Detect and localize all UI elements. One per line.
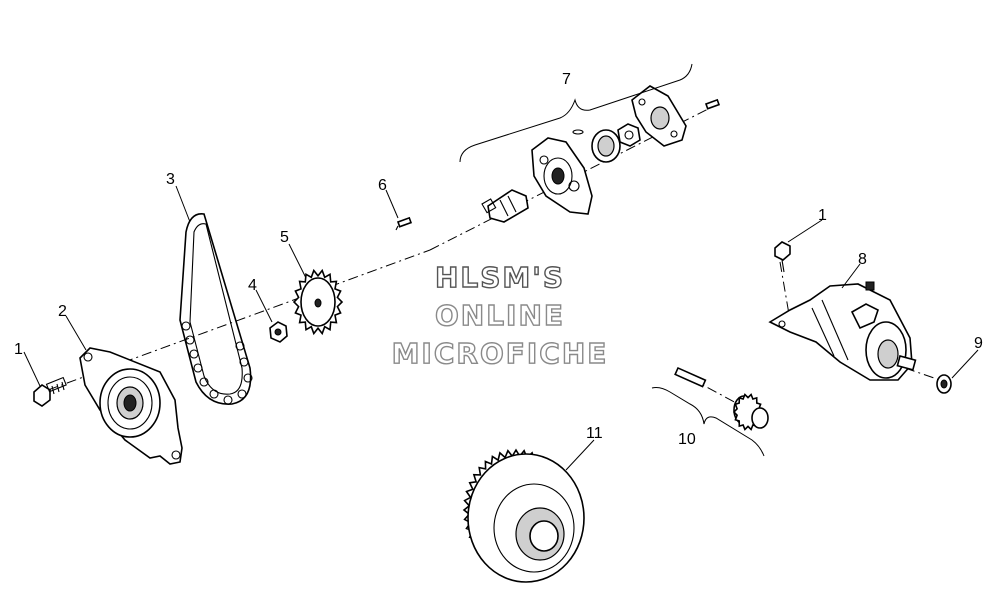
starter-clutch-assembly-part-7: [459, 63, 721, 223]
callout-8: 8: [858, 251, 867, 268]
bolt-part-1-left: [33, 376, 67, 407]
leader-lines: [23, 185, 979, 471]
bolt-part-6: [395, 216, 413, 231]
callout-1-right: 1: [818, 207, 827, 224]
watermark-line-2: ONLINE: [435, 299, 565, 332]
callout-labels: 1 2 3 4 5 6 7 1 8 9 10 11: [14, 71, 983, 448]
gear-shaft-part-10: [651, 366, 769, 457]
starter-motor-part-8: [768, 281, 917, 381]
callout-11: 11: [586, 425, 603, 442]
watermark-line-3: MICROFICHE: [392, 337, 609, 370]
chain-part-3: [179, 213, 253, 405]
large-gear-part-11: [462, 448, 585, 583]
cover-plate-part-2: [79, 347, 183, 465]
callout-2: 2: [58, 303, 67, 320]
washer-part-9: [936, 374, 952, 394]
nut-part-4: [269, 321, 288, 343]
callout-1-left: 1: [14, 341, 23, 358]
sprocket-part-5: [292, 268, 344, 336]
callout-5: 5: [280, 229, 289, 246]
watermark: HLSM'S ONLINE MICROFICHE: [391, 260, 609, 370]
callout-4: 4: [248, 277, 257, 294]
watermark-line-1: HLSM'S: [435, 261, 565, 294]
callout-3: 3: [166, 171, 175, 188]
chain-links: [181, 321, 253, 405]
callout-10: 10: [678, 431, 696, 448]
bolt-part-1-right: [774, 241, 791, 273]
callout-7: 7: [562, 71, 571, 88]
callout-9: 9: [974, 335, 983, 352]
callout-6: 6: [378, 177, 387, 194]
